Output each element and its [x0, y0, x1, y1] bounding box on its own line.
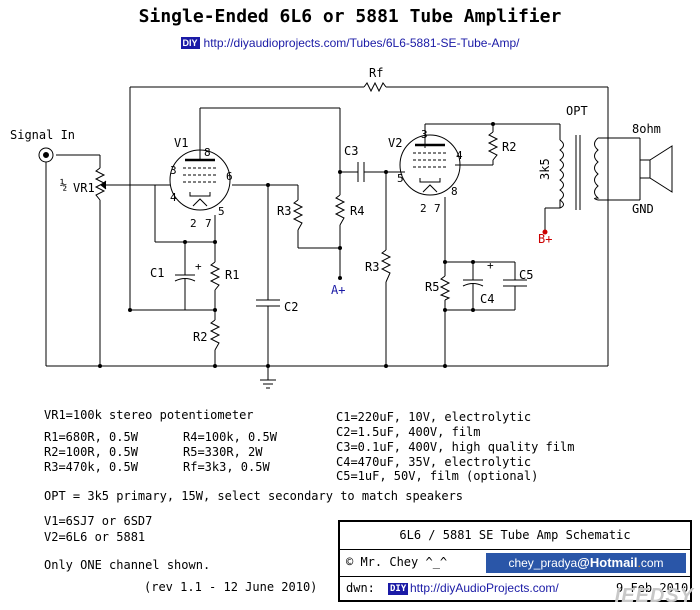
note-capacitor-c2: C2=1.5uF, 400V, film — [336, 425, 481, 439]
r2-left-label: R2 — [193, 330, 208, 344]
v1-pin-8: 8 — [204, 146, 211, 159]
note-capacitor-c5: C5=1uF, 50V, film (optional) — [336, 469, 539, 483]
drawn-label: dwn: — [346, 581, 375, 595]
note-capacitor-c1: C1=220uF, 10V, electrolytic — [336, 410, 532, 424]
title-block-title: 6L6 / 5881 SE Tube Amp Schematic — [340, 522, 690, 550]
v1-label: V1 — [174, 136, 189, 150]
input-jack — [38, 147, 54, 163]
a-plus-label: A+ — [331, 283, 346, 297]
v2-label: V2 — [388, 136, 403, 150]
gnd-label: GND — [632, 202, 654, 216]
opt-label: OPT — [566, 104, 588, 118]
header-url-text[interactable]: http://diyaudioprojects.com/Tubes/6L6-58… — [203, 36, 520, 50]
title-block-drawn-row: dwn: DIY http://diyAudioProjects.com/ 9 … — [340, 577, 690, 602]
v2-pin-4: 4 — [456, 149, 463, 162]
vr1-half-label: ½ — [60, 178, 68, 192]
c5-label: C5 — [519, 268, 534, 282]
drawn-date: 9 Feb 2010 — [616, 581, 689, 595]
author-label: © Mr. Chey ^_^ — [346, 555, 448, 569]
note-revision: (rev 1.1 - 12 June 2010) — [144, 580, 318, 594]
v2-pin-5: 5 — [397, 172, 404, 185]
c2-label: C2 — [284, 300, 299, 314]
note-resistor-r1: R1=680R, 0.5W — [44, 430, 138, 444]
v1-pin-4: 4 — [170, 191, 177, 204]
schematic-diagram — [38, 81, 673, 389]
signal-in-label: Signal In — [10, 128, 76, 142]
note-resistor-r5: R5=330R, 2W — [183, 445, 263, 459]
email-dot: . — [637, 556, 641, 570]
note-resistor-rf: Rf=3k3, 0.5W — [183, 460, 270, 474]
vr1-potentiometer — [94, 167, 112, 201]
v1-tube — [169, 149, 231, 211]
junctions — [98, 122, 548, 368]
email-link[interactable]: chey_pradya@Hotmail.com — [486, 553, 686, 573]
c3-label: C3 — [344, 144, 359, 158]
v1-pin-2: 2 — [190, 217, 197, 230]
note-capacitor-c3: C3=0.1uF, 400V, high quality film — [336, 440, 575, 454]
r3-right-label: R3 — [365, 260, 380, 274]
watermark-logo: IEEDSY — [614, 585, 694, 607]
email-at: @ — [577, 555, 590, 570]
rf-label: Rf — [369, 66, 384, 80]
page-title: Single-Ended 6L6 or 5881 Tube Amplifier — [138, 6, 562, 27]
note-tube-v1: V1=6SJ7 or 6SD7 — [44, 514, 153, 528]
c4-plus: + — [487, 259, 494, 272]
v2-pin-3: 3 — [421, 128, 428, 141]
note-capacitor-c4: C4=470uF, 35V, electrolytic — [336, 455, 532, 469]
vr1-label: VR1 — [73, 181, 95, 195]
c1-plus: + — [195, 260, 202, 273]
note-resistor-r4: R4=100k, 0.5W — [183, 430, 277, 444]
email-host: Hotmail — [589, 555, 638, 570]
speaker-icon — [639, 145, 673, 193]
output-transformer — [559, 135, 600, 210]
capacitors — [174, 162, 527, 316]
c4-label: C4 — [480, 292, 495, 306]
note-vr1: VR1=100k stereo potentiometer — [44, 408, 254, 422]
v1-pin-3: 3 — [170, 164, 177, 177]
resistors — [209, 81, 499, 351]
drawn-url[interactable]: http://diyAudioProjects.com/ — [410, 581, 559, 595]
note-opt: OPT = 3k5 primary, 15W, select secondary… — [44, 489, 464, 503]
c1-label: C1 — [150, 266, 165, 280]
speaker-impedance-label: 8ohm — [632, 122, 661, 136]
wires — [45, 86, 641, 389]
email-tld: com — [640, 556, 664, 570]
r1-label: R1 — [225, 268, 240, 282]
v2-tube — [399, 134, 461, 196]
r2-right-label: R2 — [502, 140, 517, 154]
note-channel: Only ONE channel shown. — [44, 558, 211, 572]
v1-pin-6: 6 — [226, 170, 233, 183]
b-plus-label: B+ — [538, 232, 553, 246]
note-tube-v2: V2=6L6 or 5881 — [44, 530, 146, 544]
diy-logo-icon: DIY — [180, 37, 200, 49]
v2-pin-7: 7 — [434, 202, 441, 215]
r3-left-label: R3 — [277, 204, 292, 218]
title-block: 6L6 / 5881 SE Tube Amp Schematic © Mr. C… — [338, 520, 692, 602]
diy-logo-icon-footer: DIY — [388, 583, 409, 595]
v1-pin-5: 5 — [218, 205, 225, 218]
r4-label: R4 — [350, 204, 365, 218]
v2-pin-8: 8 — [451, 185, 458, 198]
v2-pin-2: 2 — [420, 202, 427, 215]
opt-ratio-label: 3k5 — [538, 158, 552, 180]
v1-pin-7: 7 — [205, 217, 212, 230]
note-resistor-r3: R3=470k, 0.5W — [44, 460, 138, 474]
title-block-author-row: © Mr. Chey ^_^ chey_pradya@Hotmail.com — [340, 550, 690, 577]
note-resistor-r2: R2=100R, 0.5W — [44, 445, 138, 459]
r5-label: R5 — [425, 280, 440, 294]
email-user: chey_pradya — [508, 556, 578, 570]
